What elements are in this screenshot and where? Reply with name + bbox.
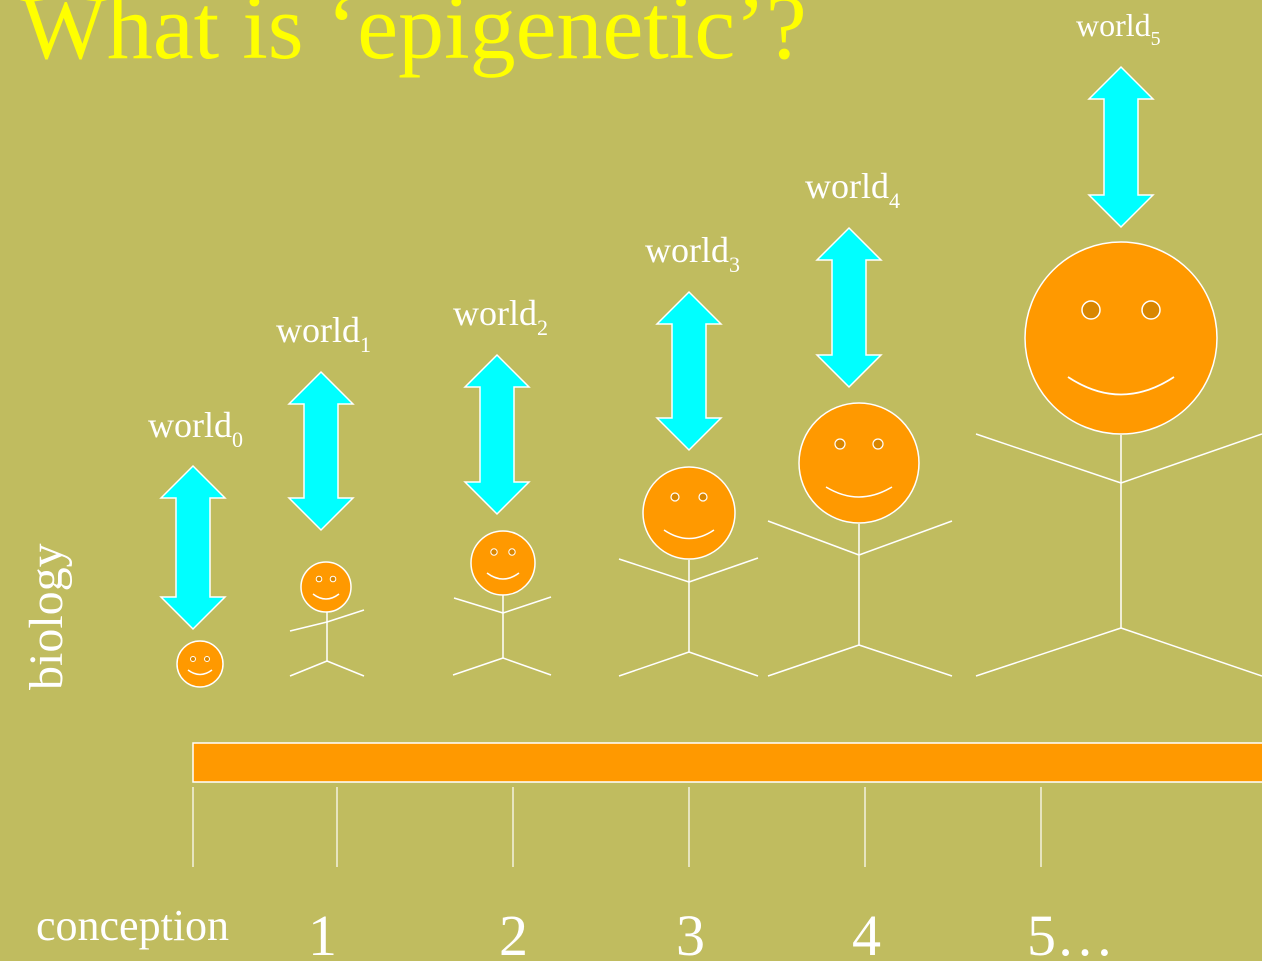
- double-arrow-icon-0: [159, 464, 227, 631]
- stick-body-4: [767, 520, 953, 677]
- timeline-label-2: 2: [499, 903, 528, 961]
- world-label-3: world3: [645, 230, 740, 277]
- double-arrow-icon-4: [815, 226, 883, 389]
- timeline-label-1: 1: [308, 903, 337, 961]
- smiley-face-icon-3: [642, 466, 736, 560]
- timeline-ticks: [192, 787, 1042, 867]
- double-arrow-icon-1: [287, 370, 355, 532]
- timeline-label-4: 4: [852, 903, 881, 961]
- timeline-label-3: 3: [676, 903, 705, 961]
- world-label-0: world0: [148, 405, 243, 452]
- smiley-face-icon-1: [300, 561, 352, 613]
- double-arrow-icon-2: [463, 353, 531, 516]
- timeline-label-5: 5…: [1027, 903, 1114, 961]
- timeline-label-conception: conception: [36, 901, 229, 950]
- smiley-face-icon-5: [1024, 241, 1218, 435]
- world-label-4: world4: [805, 166, 900, 213]
- stick-body-3: [618, 557, 759, 677]
- world-label-5: world5: [1076, 7, 1161, 50]
- biology-axis-label: biology: [20, 543, 73, 690]
- smiley-face-icon-4: [798, 402, 920, 524]
- slide-title: What is ‘epigenetic’?: [20, 0, 807, 78]
- stick-body-5: [975, 433, 1262, 677]
- timeline-bar: [192, 742, 1262, 783]
- smiley-face-icon-0: [176, 640, 224, 688]
- double-arrow-icon-5: [1087, 65, 1155, 229]
- stick-bodies: [289, 433, 1262, 677]
- smiley-face-icon-2: [470, 530, 536, 596]
- world-label-2: world2: [453, 293, 548, 340]
- world-label-1: world1: [276, 310, 371, 357]
- double-arrow-icon-3: [655, 290, 723, 452]
- stick-body-2: [452, 595, 552, 676]
- stick-body-1: [289, 609, 365, 677]
